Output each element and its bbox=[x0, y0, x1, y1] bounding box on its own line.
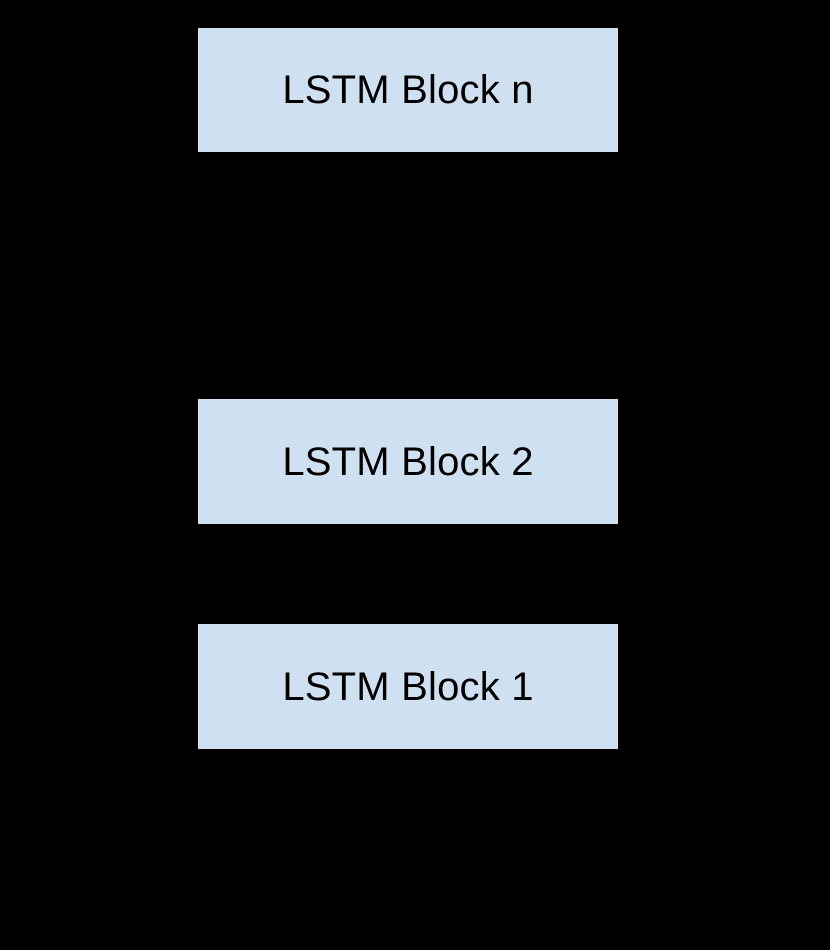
lstm-block-2-label: LSTM Block 2 bbox=[282, 439, 534, 484]
lstm-block-n[interactable]: LSTM Block n bbox=[198, 28, 618, 152]
lstm-block-1[interactable]: LSTM Block 1 bbox=[198, 624, 618, 749]
lstm-block-n-label: LSTM Block n bbox=[282, 68, 534, 112]
lstm-block-1-label: LSTM Block 1 bbox=[282, 664, 534, 709]
lstm-block-2[interactable]: LSTM Block 2 bbox=[198, 399, 618, 524]
